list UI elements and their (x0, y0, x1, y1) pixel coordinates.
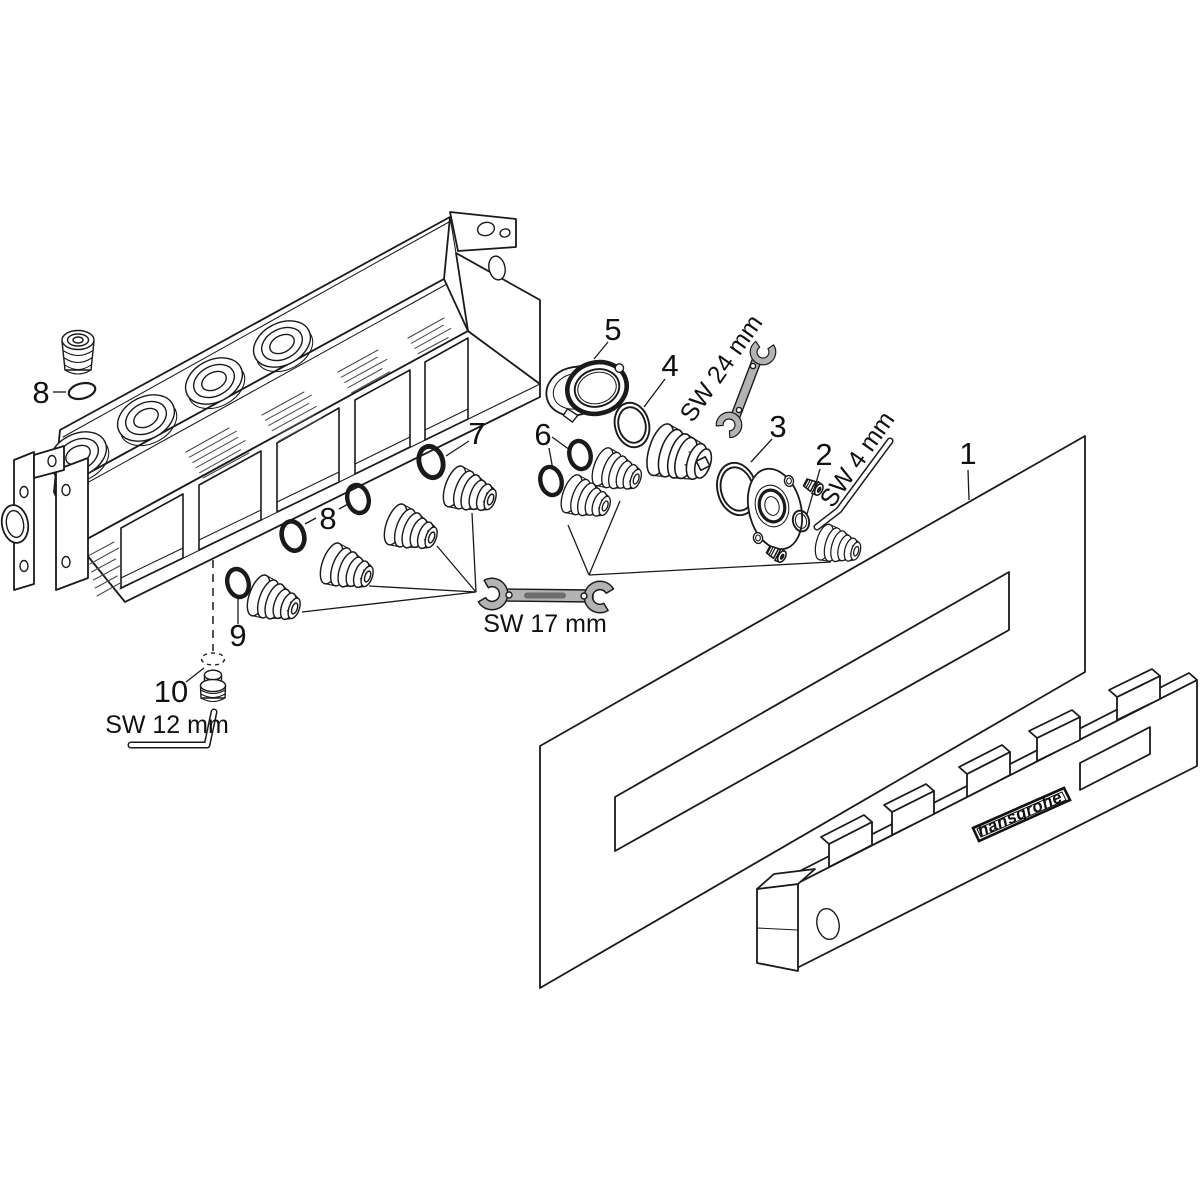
check-valve (314, 539, 380, 599)
label-sw17: SW 17 mm (483, 610, 607, 638)
oring-part9 (224, 566, 252, 599)
body-left-flange (0, 445, 89, 591)
body-compartment-openings (120, 337, 469, 589)
plug-part8 (61, 329, 97, 401)
wall-panel-window-cutout (614, 571, 1010, 852)
basic-set-body (0, 211, 541, 603)
open-end-wrench-17-icon (476, 575, 616, 616)
oring-part4 (613, 401, 651, 449)
oring-small-part2 (791, 509, 811, 533)
template-bar-hole (816, 907, 840, 941)
callout-1: 1 (959, 436, 976, 471)
template-bar-blocks (820, 668, 1161, 868)
flange-plate (746, 467, 804, 551)
template-bar-endcap (756, 868, 840, 972)
open-end-wrench-24-icon (712, 340, 778, 441)
oring-part8 (344, 482, 372, 515)
body-printed-text (87, 317, 452, 597)
leader-lines (53, 341, 970, 683)
body-mounting-bracket (449, 211, 517, 252)
outlet-assembly (716, 461, 866, 571)
hex-key-12-icon (127, 708, 218, 749)
mounting-template-bar: hansgrohe (756, 668, 1198, 972)
callout-6: 6 (534, 417, 551, 452)
check-valve (241, 571, 307, 631)
callout-9: 9 (229, 618, 246, 653)
callout-3: 3 (769, 409, 786, 444)
check-valve (437, 462, 503, 522)
mid-assembly (537, 359, 713, 527)
collar-lug (614, 363, 625, 373)
callout-8-mid: 8 (319, 501, 336, 536)
oring-part6 (537, 465, 564, 498)
oring-part8 (278, 519, 307, 554)
oring-part7 (415, 443, 446, 480)
collar-part5 (545, 359, 629, 423)
callout-4: 4 (661, 348, 678, 383)
callout-5: 5 (604, 312, 621, 347)
plug-part10 (199, 669, 227, 703)
oring-part8-top (67, 381, 97, 401)
collar-clamp-screw (562, 408, 579, 423)
wall-panel (539, 435, 1086, 989)
check-valve (378, 500, 444, 560)
callout-10: 10 (154, 674, 188, 709)
hex-key-4-icon (813, 437, 894, 531)
oring-part6 (566, 439, 593, 472)
callout-8-top: 8 (32, 375, 49, 410)
body-right-end (455, 252, 541, 385)
seal-position-dashed (200, 652, 226, 666)
template-bar-slot (1079, 726, 1151, 791)
thermostat-cartridge (646, 423, 713, 481)
label-sw12: SW 12 mm (105, 711, 229, 739)
callout-7: 7 (468, 416, 485, 451)
tools (127, 340, 894, 749)
callout-2: 2 (815, 437, 832, 472)
